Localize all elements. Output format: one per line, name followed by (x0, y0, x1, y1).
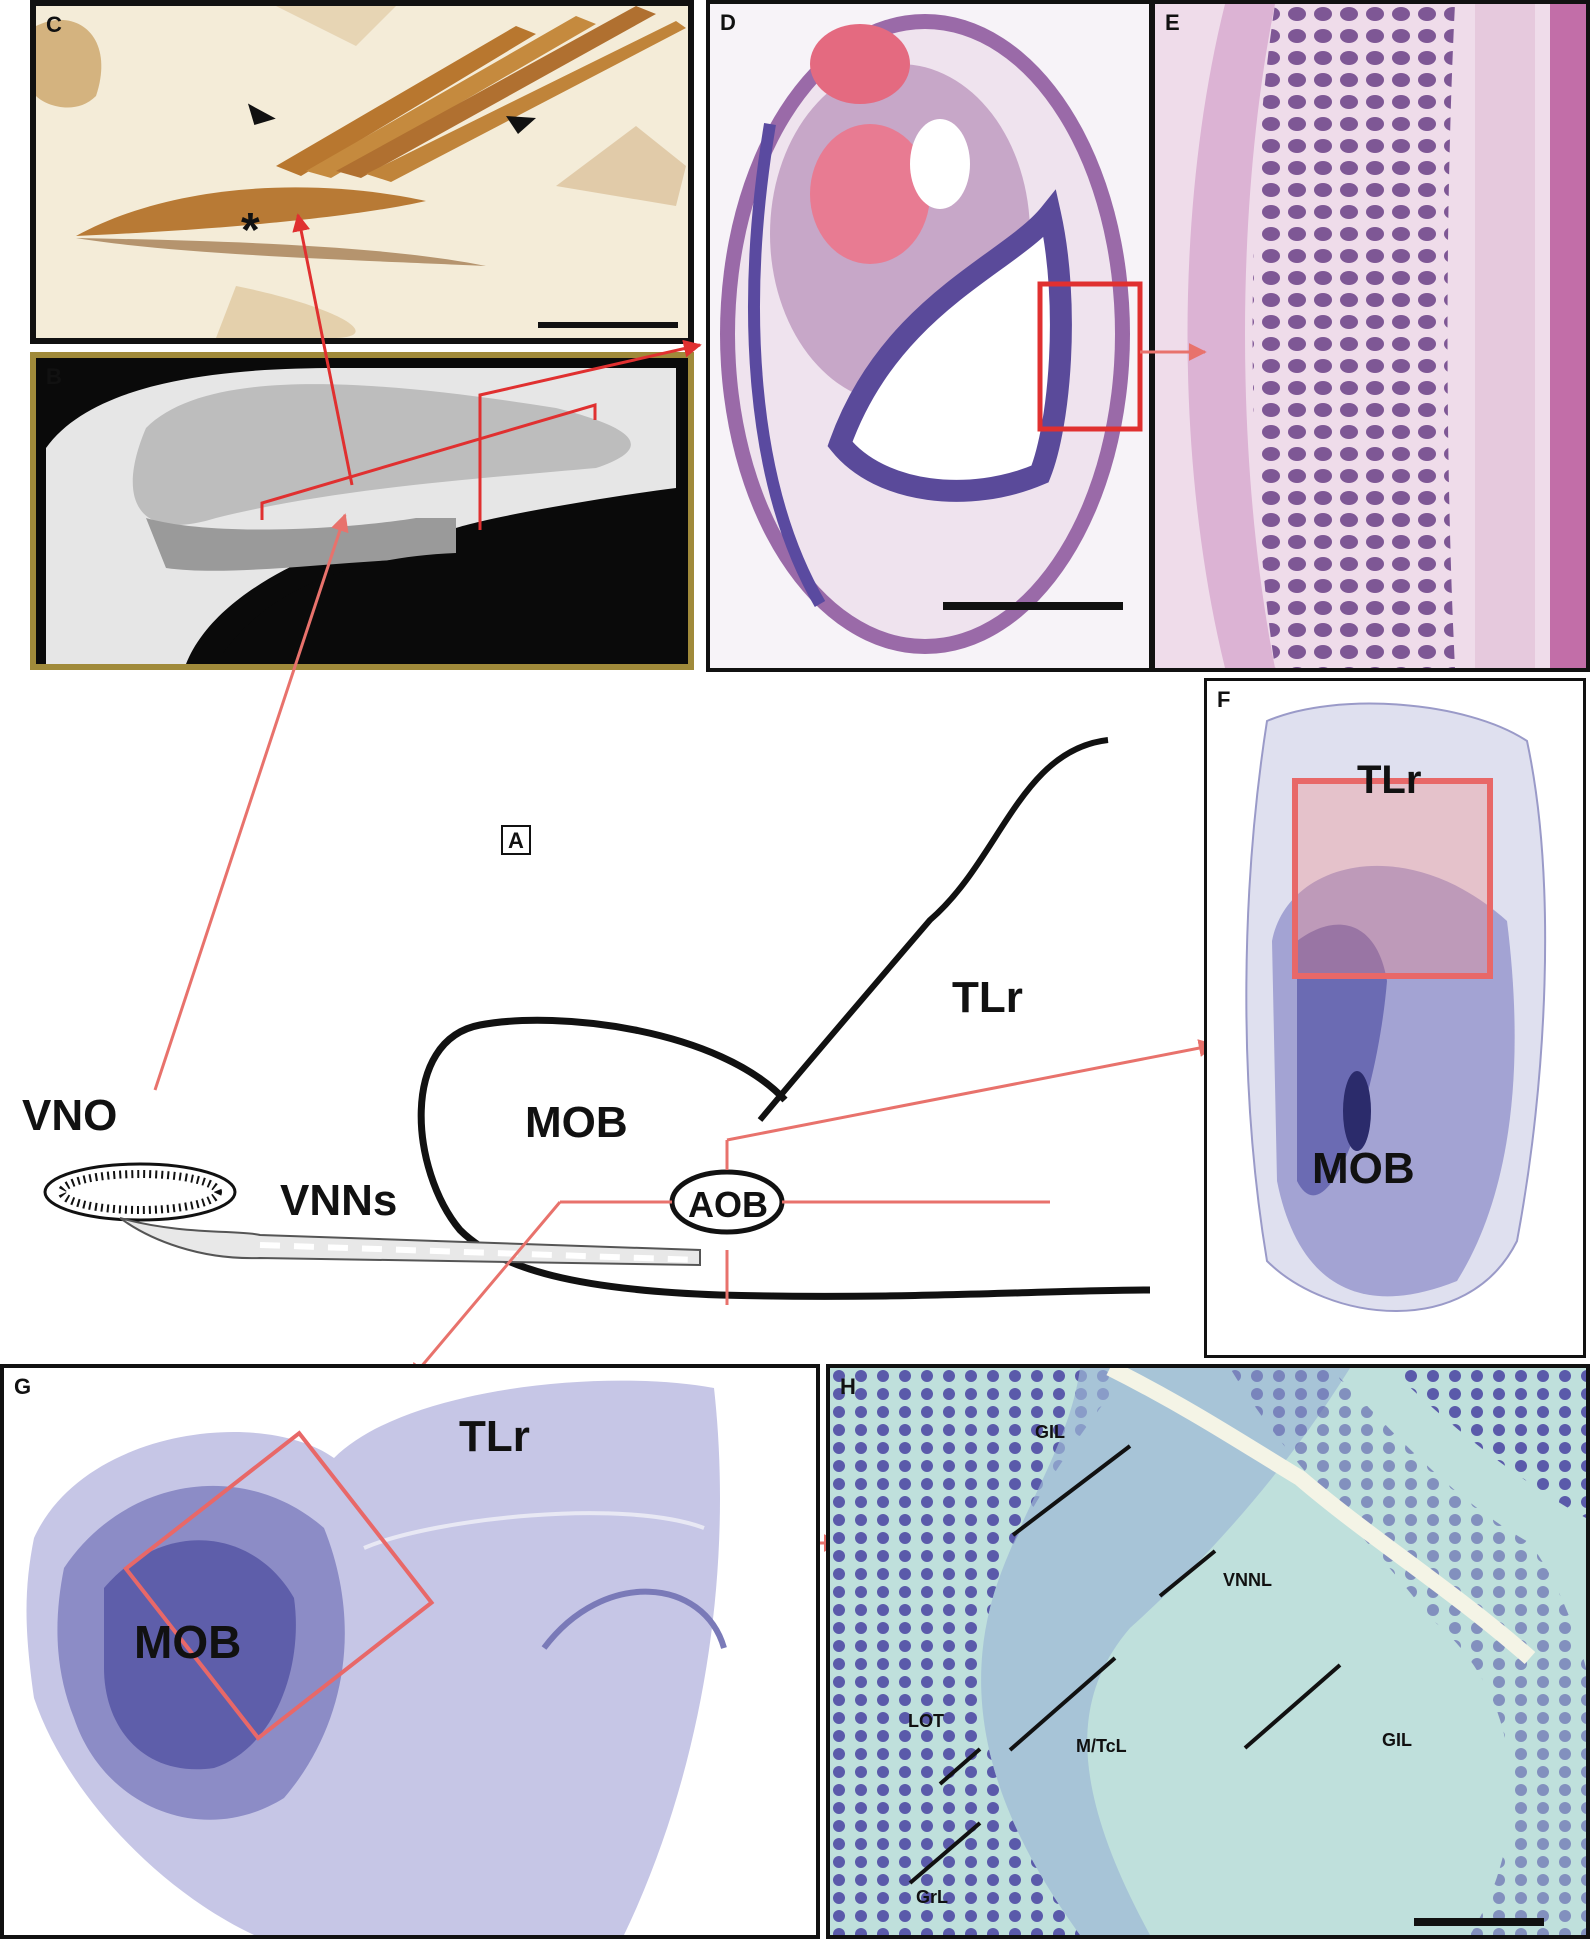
mob-outline (417, 1016, 1151, 1300)
panel-label-g: G (14, 1374, 32, 1399)
h-label-vnnl: VNNL (1223, 1570, 1272, 1590)
panel-e: E (1151, 0, 1590, 672)
panel-label-a: A (508, 828, 524, 853)
h-label-grl: GrL (916, 1887, 948, 1907)
panel-d: D (706, 0, 1153, 672)
g-tlr-label: TLr (459, 1412, 530, 1461)
mob-label: MOB (525, 1098, 628, 1147)
scale-bar (1414, 1918, 1544, 1926)
panel-f: TLr MOB F (1204, 678, 1586, 1358)
scale-bar (943, 602, 1123, 610)
panel-c: * C (30, 0, 694, 344)
panel-b-image (36, 358, 688, 664)
panel-label-h: H (840, 1374, 856, 1399)
panel-b: B (30, 352, 694, 670)
panel-label-b: B (46, 364, 62, 389)
tlr-label: TLr (952, 973, 1023, 1022)
arrowhead-icon (247, 103, 276, 125)
h-label-gil-bottom: GIL (1382, 1730, 1412, 1750)
scale-bar (538, 322, 678, 328)
vno-shape (43, 1162, 237, 1222)
h-label-gil-top: GIL (1035, 1422, 1065, 1442)
inset-box (123, 1430, 435, 1741)
tlr-outline (757, 737, 1109, 1122)
asterisk-mark: * (241, 204, 260, 257)
panel-g: TLr MOB G (0, 1364, 820, 1939)
vnns-label: VNNs (280, 1176, 397, 1225)
panel-label-d: D (720, 10, 736, 35)
panel-e-image (1155, 4, 1586, 668)
diagram-a: A VNO VNNs MOB AOB TLr (22, 737, 1151, 1305)
panel-label-f: F (1217, 687, 1231, 712)
inset-box (1292, 778, 1493, 979)
h-label-mtcl: M/TcL (1076, 1736, 1127, 1756)
panel-h: GIL VNNL LOT M/TcL GIL GrL H (826, 1364, 1590, 1939)
f-mob-label: MOB (1312, 1144, 1415, 1193)
panel-g-image: TLr MOB (4, 1368, 816, 1935)
f-tlr-label: TLr (1357, 758, 1421, 802)
panel-f-image: TLr MOB (1207, 681, 1583, 1355)
panel-c-image: * (36, 6, 688, 338)
arrowhead-icon (506, 116, 536, 134)
panel-h-image: GIL VNNL LOT M/TcL GIL GrL (830, 1368, 1586, 1935)
inset-box (1037, 281, 1143, 432)
g-mob-label: MOB (134, 1616, 241, 1668)
panel-label-e: E (1165, 10, 1180, 35)
panel-d-image (710, 4, 1149, 668)
panel-label-a-box (501, 825, 531, 855)
aob-label: AOB (688, 1184, 768, 1225)
panel-label-c: C (46, 12, 62, 37)
h-label-lot: LOT (908, 1711, 944, 1731)
vno-label: VNO (22, 1091, 117, 1140)
